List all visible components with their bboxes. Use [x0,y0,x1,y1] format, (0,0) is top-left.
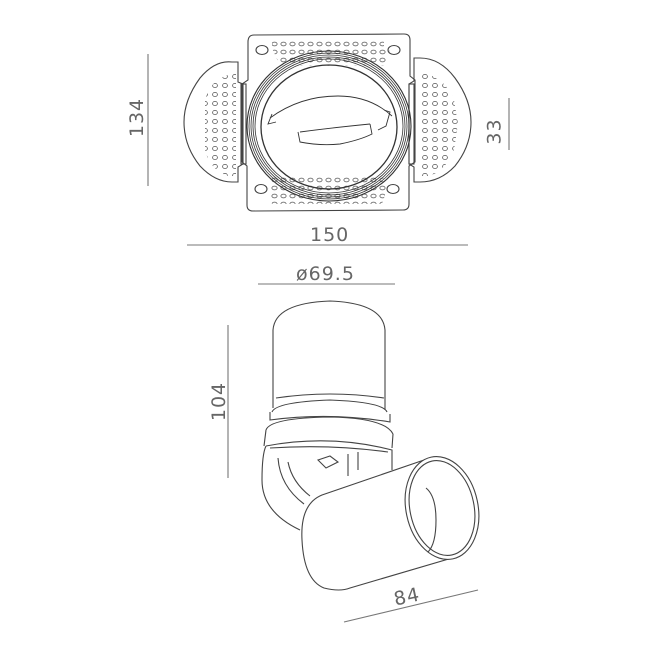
dim-label-84: 84 [391,583,423,611]
dimension-lines [147,54,510,623]
dim-label-diameter: ø69.5 [296,263,355,285]
dim-label-150: 150 [310,224,350,246]
trim-ring [246,50,412,202]
dim-label-104: 104 [208,381,231,422]
dim-label-33: 33 [483,118,506,145]
dim-line-84 [343,589,479,623]
spotlight [261,300,394,531]
spotlight-head [301,456,480,591]
dim-label-134: 134 [126,97,149,138]
